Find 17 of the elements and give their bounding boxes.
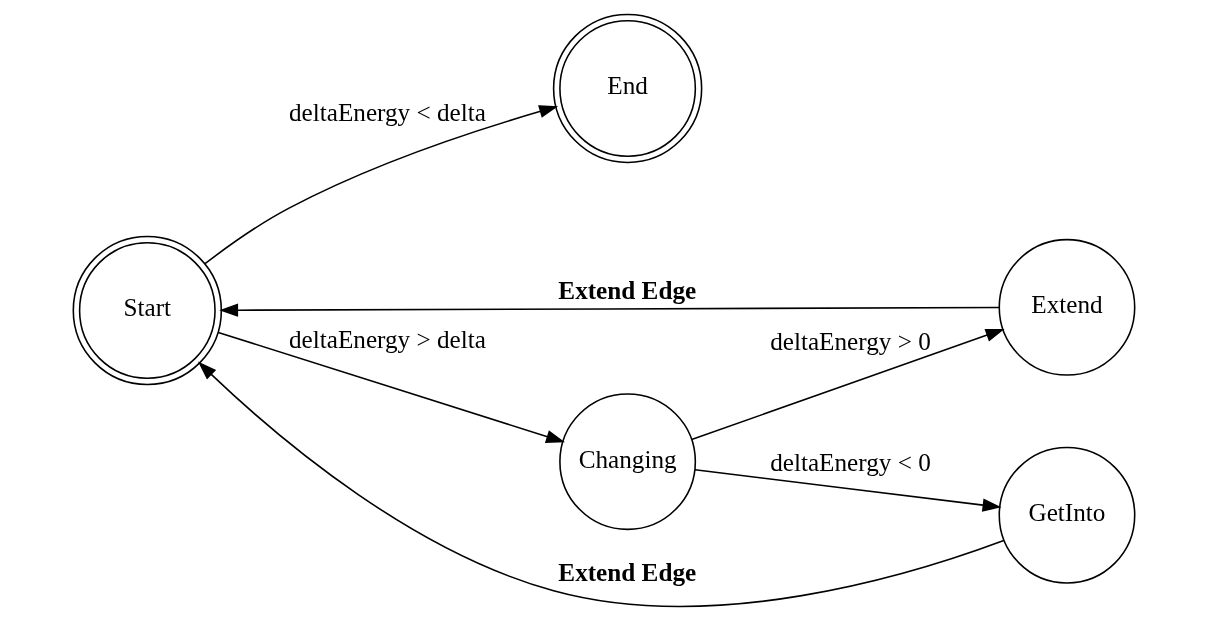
- edge-label: deltaEnergy > delta: [288, 325, 486, 353]
- arrow: [218, 303, 1000, 317]
- arrow: [217, 331, 565, 443]
- edge-label: deltaEnergy > 0: [769, 327, 931, 355]
- arrow: [203, 105, 558, 265]
- node-circle: End: [552, 13, 702, 164]
- arrow: [690, 328, 1005, 441]
- edge-label: Extend Edge: [557, 559, 696, 587]
- arrow: [197, 361, 1005, 608]
- edge-label: Extend Edge: [557, 277, 696, 305]
- edge-label: deltaEnergy < delta: [288, 99, 486, 127]
- node-circle: GetInto: [998, 446, 1135, 584]
- node-circle: Start: [72, 235, 222, 386]
- arrow: [693, 468, 1001, 512]
- node-circle: Extend: [998, 238, 1135, 376]
- edge-label: deltaEnergy < 0: [769, 448, 931, 476]
- node-circle: Changing: [558, 393, 696, 531]
